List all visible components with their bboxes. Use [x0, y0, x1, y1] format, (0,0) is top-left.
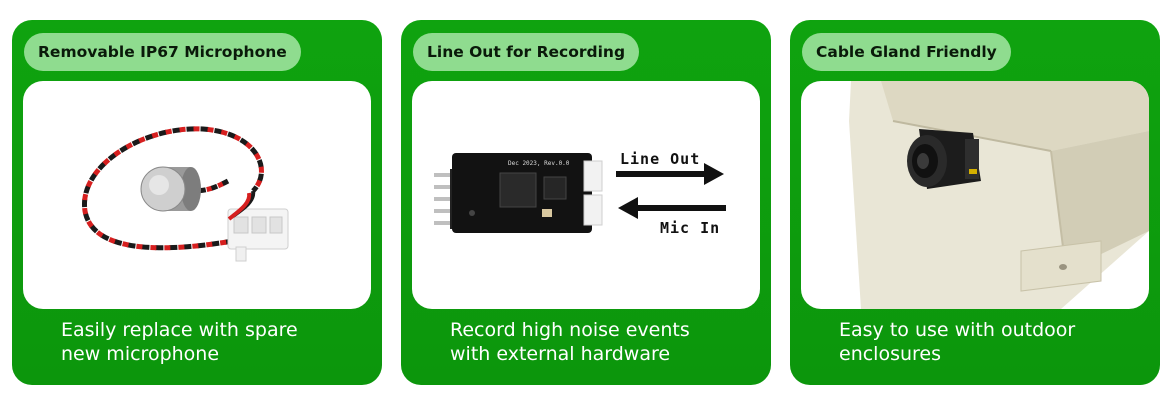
audio-board-image: Dec 2023, Rev.0.0 Line Out Mic In [412, 81, 760, 309]
board-silkscreen: Dec 2023, Rev.0.0 [508, 160, 570, 167]
line-out-label: Line Out [620, 150, 700, 168]
card-caption: Record high noise events with external h… [450, 318, 760, 366]
cable-gland-icon [907, 129, 981, 189]
feature-card-cable-gland: Cable Gland Friendly Easy to use wit [790, 20, 1160, 385]
microphone-photo-icon [82, 126, 289, 262]
microphone-image [23, 81, 371, 309]
card-title-pill: Line Out for Recording [413, 33, 640, 71]
caption-line: with external hardware [450, 343, 671, 365]
caption-line: Easily replace with spare [61, 319, 298, 341]
card-title: Removable IP67 Microphone [38, 43, 287, 61]
feature-card-microphone: Removable IP67 Microphone [12, 20, 382, 385]
mic-in-label: Mic In [660, 219, 720, 237]
enclosure-image [801, 81, 1149, 309]
audio-board-photo-icon: Dec 2023, Rev.0.0 Line Out Mic In [434, 150, 726, 237]
card-title-pill: Removable IP67 Microphone [24, 33, 301, 71]
card-title: Line Out for Recording [427, 43, 626, 61]
card-caption: Easily replace with spare new microphone [61, 318, 371, 366]
caption-line: enclosures [839, 343, 942, 365]
caption-line: Easy to use with outdoor [839, 319, 1076, 341]
feature-card-line-out: Line Out for Recording Dec 2023, Rev.0.0 [401, 20, 771, 385]
enclosure-photo-icon [849, 81, 1149, 309]
caption-line: Record high noise events [450, 319, 690, 341]
card-title: Cable Gland Friendly [816, 43, 997, 61]
caption-line: new microphone [61, 343, 220, 365]
card-title-pill: Cable Gland Friendly [802, 33, 1011, 71]
arrow-right-icon [616, 163, 724, 185]
card-caption: Easy to use with outdoor enclosures [839, 318, 1149, 366]
arrow-left-icon [618, 197, 726, 219]
